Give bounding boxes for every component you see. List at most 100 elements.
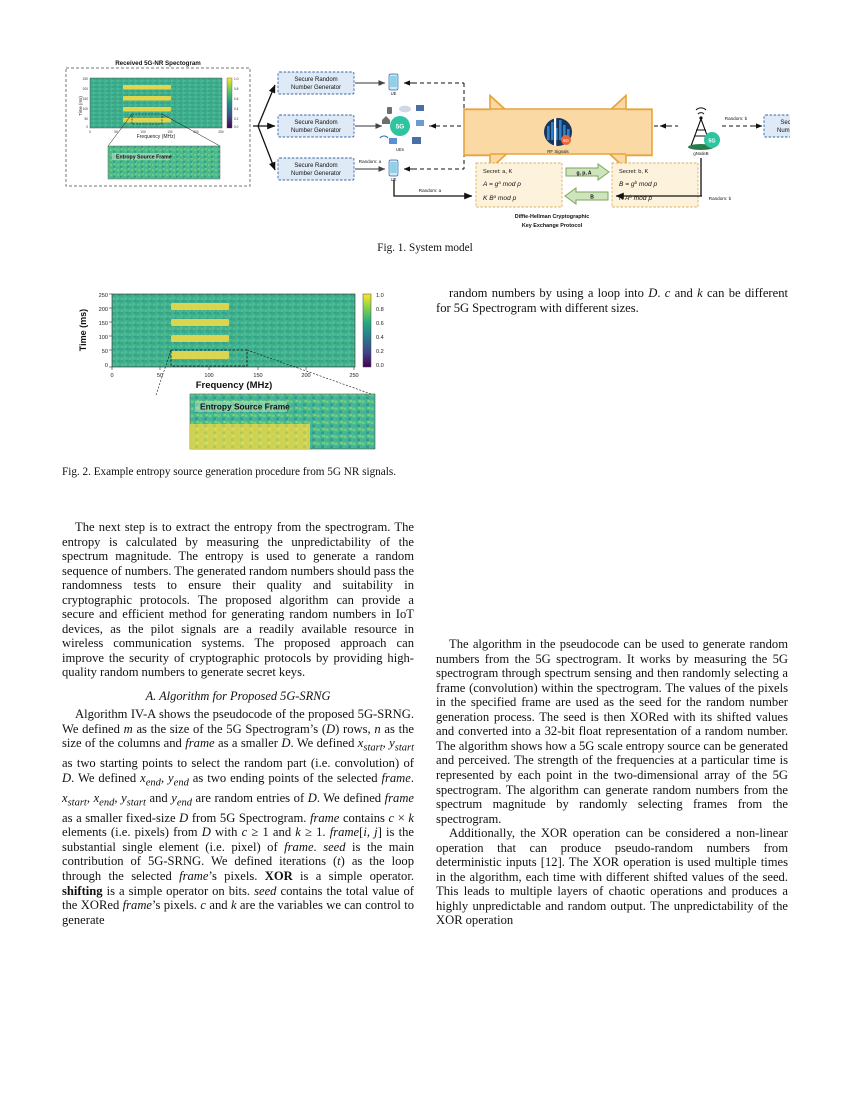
- dh-box-left: Secret: a, K A = ga mod p K Ba mod p: [475, 162, 563, 208]
- svg-text:0.0: 0.0: [234, 125, 239, 129]
- svg-text:1.0: 1.0: [234, 77, 239, 81]
- fig2-selection-box: [155, 349, 375, 396]
- left-column: The next step is to extract the entropy …: [62, 286, 414, 927]
- figure-1-caption: Fig. 1. System model: [377, 242, 473, 254]
- figure-1-graphic: Received 5G-NR Spectogram Time (ms) Freq…: [65, 60, 790, 229]
- fig1-spectrogram: Time (ms) Frequency (MHz) 0 50 100 150 2…: [78, 77, 239, 147]
- fig1-panel-title: Received 5G-NR Spectogram: [115, 60, 201, 67]
- svg-text:150: 150: [83, 97, 89, 101]
- svg-text:50: 50: [157, 373, 163, 379]
- dh-right-title: Secret: b, K: [619, 169, 648, 175]
- monitor-icon: [416, 105, 424, 111]
- srng-box-right: Secure Random Number Generator: [763, 114, 790, 138]
- ue-top-label: UE: [391, 91, 397, 96]
- svg-text:K Ba mod p: K Ba mod p: [483, 194, 517, 202]
- right-paragraph-last: Additionally, the XOR operation can be c…: [436, 826, 788, 928]
- svg-text:50: 50: [84, 117, 88, 121]
- right-paragraph-after: The algorithm in the pseudocode can be u…: [436, 637, 788, 826]
- gnodeb-tower: 5G gNodeB: [688, 107, 720, 156]
- fig2-entropy-inset: Entropy Source Frame: [189, 393, 376, 450]
- figure-2-graphic: Time (ms) Frequency (MHz) 0 50 100 150 2…: [78, 293, 384, 450]
- left-paragraph-1: The next step is to extract the entropy …: [62, 520, 414, 680]
- dh-box-right: Secret: b, K B = gb mod p K Ab mod p: [611, 162, 699, 208]
- ues-label: UEs: [396, 147, 404, 152]
- svg-text:150: 150: [99, 321, 108, 327]
- edge-label-random-a-2: Random: a: [419, 188, 442, 193]
- fig2-inset-label: Entropy Source Frame: [200, 402, 290, 412]
- fig2-colorbar: 1.0 0.8 0.6 0.4 0.2 0.0: [362, 293, 384, 369]
- svg-text:0.2: 0.2: [376, 349, 384, 355]
- edge-label-random-a-1: Random: a: [359, 159, 382, 164]
- svg-text:250: 250: [99, 293, 108, 299]
- sensor-icon: [387, 107, 392, 114]
- svg-text:0.4: 0.4: [234, 107, 239, 111]
- dh-left-title: Secret: a, K: [483, 169, 512, 175]
- svg-text:0.8: 0.8: [376, 307, 384, 313]
- fig1-entropy-source-inset: Entropy Source Frame: [107, 145, 221, 180]
- srng-label-line2: Number Generator: [291, 128, 341, 134]
- dh-arrow-forward-label: g, p, A: [576, 171, 591, 177]
- svg-text:200: 200: [301, 373, 310, 379]
- dh-input-arrows: [393, 158, 702, 200]
- fig2-spectrogram-axes: Time (ms) Frequency (MHz) 0 50 100 150 2…: [78, 293, 359, 391]
- svg-text:0: 0: [110, 373, 113, 379]
- svg-text:200: 200: [193, 130, 199, 134]
- figure-2-entropy-source: Time (ms) Frequency (MHz) 0 50 100 150 2…: [64, 288, 409, 460]
- fig1-fanout-arrows: [253, 84, 276, 171]
- srng-label-line2: Number Generator: [291, 171, 341, 177]
- mail-icon: [389, 138, 397, 144]
- pc-icon: [412, 137, 421, 144]
- svg-text:150: 150: [253, 373, 262, 379]
- edge-label-random-b-2: Random: b: [709, 196, 732, 201]
- right-column: random numbers by using a loop into D. c…: [436, 286, 788, 928]
- svg-text:200: 200: [99, 307, 108, 313]
- svg-text:100: 100: [99, 335, 108, 341]
- section-heading-a: A. Algorithm for Proposed 5G-SRNG: [145, 689, 331, 704]
- fig2-ytick-labels: 250 200 150 100 50 0: [99, 293, 108, 369]
- svg-text:0.6: 0.6: [376, 321, 384, 327]
- fig2-pilot-bands: [171, 303, 229, 359]
- svg-text:0.4: 0.4: [376, 335, 384, 341]
- dh-arrow-forward: g, p, A: [565, 163, 610, 181]
- svg-text:150: 150: [167, 130, 173, 134]
- fig1-xaxis-label: Frequency (MHz): [137, 134, 176, 140]
- fiveg-badge-label: 5G: [396, 124, 405, 131]
- fig1-inset-label: Entropy Source Frame: [116, 155, 172, 161]
- gnodeb-label: gNodeB: [693, 151, 708, 156]
- left-paragraph-2: Algorithm IV-A shows the pseudocode of t…: [62, 707, 415, 927]
- rf-exchange-band: [463, 93, 653, 172]
- srng-box-middle: Secure Random Number Generator: [277, 114, 355, 138]
- figure-1-system-model: Received 5G-NR Spectogram Time (ms) Freq…: [60, 58, 790, 248]
- svg-text:K Ab mod p: K Ab mod p: [619, 194, 652, 202]
- svg-text:0.8: 0.8: [234, 87, 239, 91]
- dh-arrow-backward: B: [564, 187, 609, 205]
- dh-footer-line2: Key Exchange Protocol: [522, 223, 583, 229]
- svg-text:200: 200: [83, 87, 89, 91]
- edge-label-random-b-1: Random: b: [725, 116, 748, 121]
- svg-text:100: 100: [140, 130, 146, 134]
- laptop-icon: [416, 120, 424, 126]
- svg-text:1.0: 1.0: [376, 293, 384, 299]
- dh-arrow-backward-label: B: [590, 195, 594, 201]
- rf-signals-icon: 5G RF Signals: [544, 118, 572, 154]
- svg-text:0.6: 0.6: [234, 97, 239, 101]
- svg-text:250: 250: [218, 130, 224, 134]
- srng-label-line2: Number Generator: [291, 85, 341, 91]
- srng-label-line2: Number Generator: [777, 128, 790, 134]
- srng-to-device-arrows: [355, 80, 386, 172]
- rf-signals-label: RF Signals: [547, 149, 569, 154]
- fig1-yaxis-label: Time (ms): [78, 96, 83, 116]
- wifi-icon: [379, 135, 389, 139]
- dh-footer-line1: Diffie-Hellman Cryptographic: [515, 214, 590, 220]
- svg-text:5G: 5G: [563, 138, 569, 143]
- svg-text:5G: 5G: [708, 139, 715, 145]
- svg-text:0.2: 0.2: [234, 117, 239, 121]
- srng-label-line1: Secure Random: [294, 120, 337, 126]
- device-ue-bottom: UE: [388, 159, 399, 182]
- device-ue-top: UE: [388, 73, 399, 96]
- device-ues-cluster: 5G UEs: [379, 105, 424, 152]
- svg-text:0.0: 0.0: [376, 363, 384, 369]
- svg-text:0: 0: [86, 125, 88, 129]
- fig2-yaxis-label: Time (ms): [78, 309, 88, 351]
